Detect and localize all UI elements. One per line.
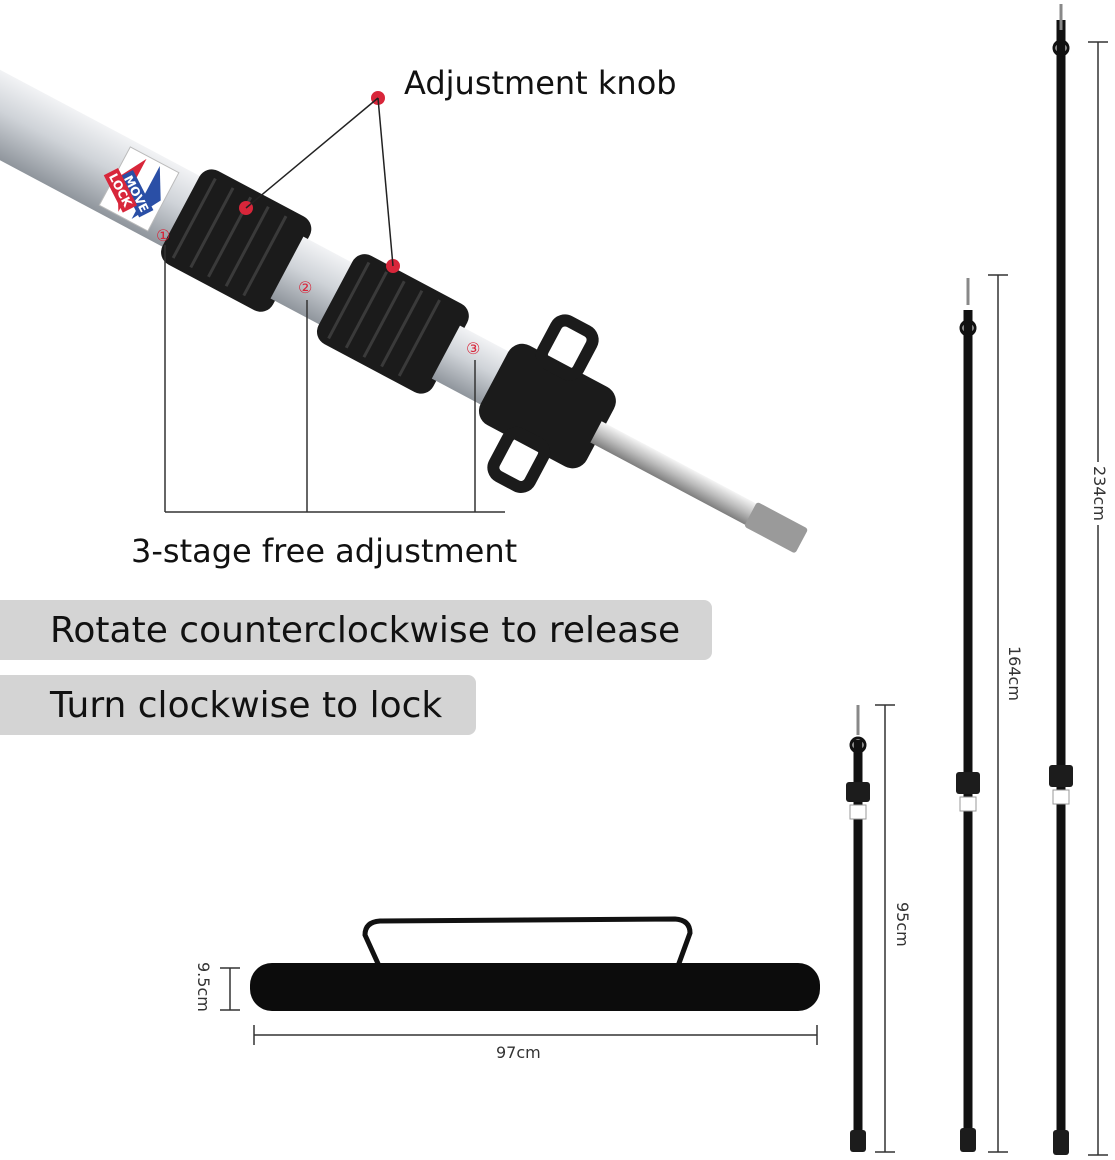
dim-label-234: 234cm [1090, 462, 1109, 525]
pole-234 [1049, 4, 1073, 1155]
lock-banner-text: Turn clockwise to lock [50, 684, 443, 726]
pole-closeup [0, 60, 808, 553]
callout-line-1 [245, 97, 379, 209]
dim-line-95 [875, 704, 895, 1153]
carry-bag [250, 916, 820, 1011]
stage-bracket [164, 245, 505, 513]
dim-line-234 [1088, 41, 1108, 1156]
dim-label-164: 164cm [1005, 642, 1024, 705]
release-banner: Rotate counterclockwise to release [0, 600, 712, 660]
dim-label-bag-height: 9.5cm [194, 962, 213, 1012]
dim-label-95: 95cm [893, 898, 912, 951]
pole-164 [956, 278, 980, 1152]
stage-marker-2: ② [298, 278, 313, 297]
knob-1 [161, 169, 312, 312]
stage-marker-1: ① [156, 226, 171, 245]
dim-label-bag-length: 97cm [496, 1043, 541, 1062]
dim-line-bag-height [220, 967, 240, 1011]
dim-line-bag-length [253, 1025, 818, 1045]
stage-marker-3: ③ [466, 339, 481, 358]
lock-banner: Turn clockwise to lock [0, 675, 476, 735]
dim-line-164 [988, 274, 1008, 1153]
adjustment-knob-label: Adjustment knob [404, 64, 677, 102]
three-stage-label: 3-stage free adjustment [131, 532, 518, 570]
pole-95 [846, 705, 870, 1152]
release-banner-text: Rotate counterclockwise to release [50, 609, 681, 651]
callout-line-2 [377, 97, 394, 267]
